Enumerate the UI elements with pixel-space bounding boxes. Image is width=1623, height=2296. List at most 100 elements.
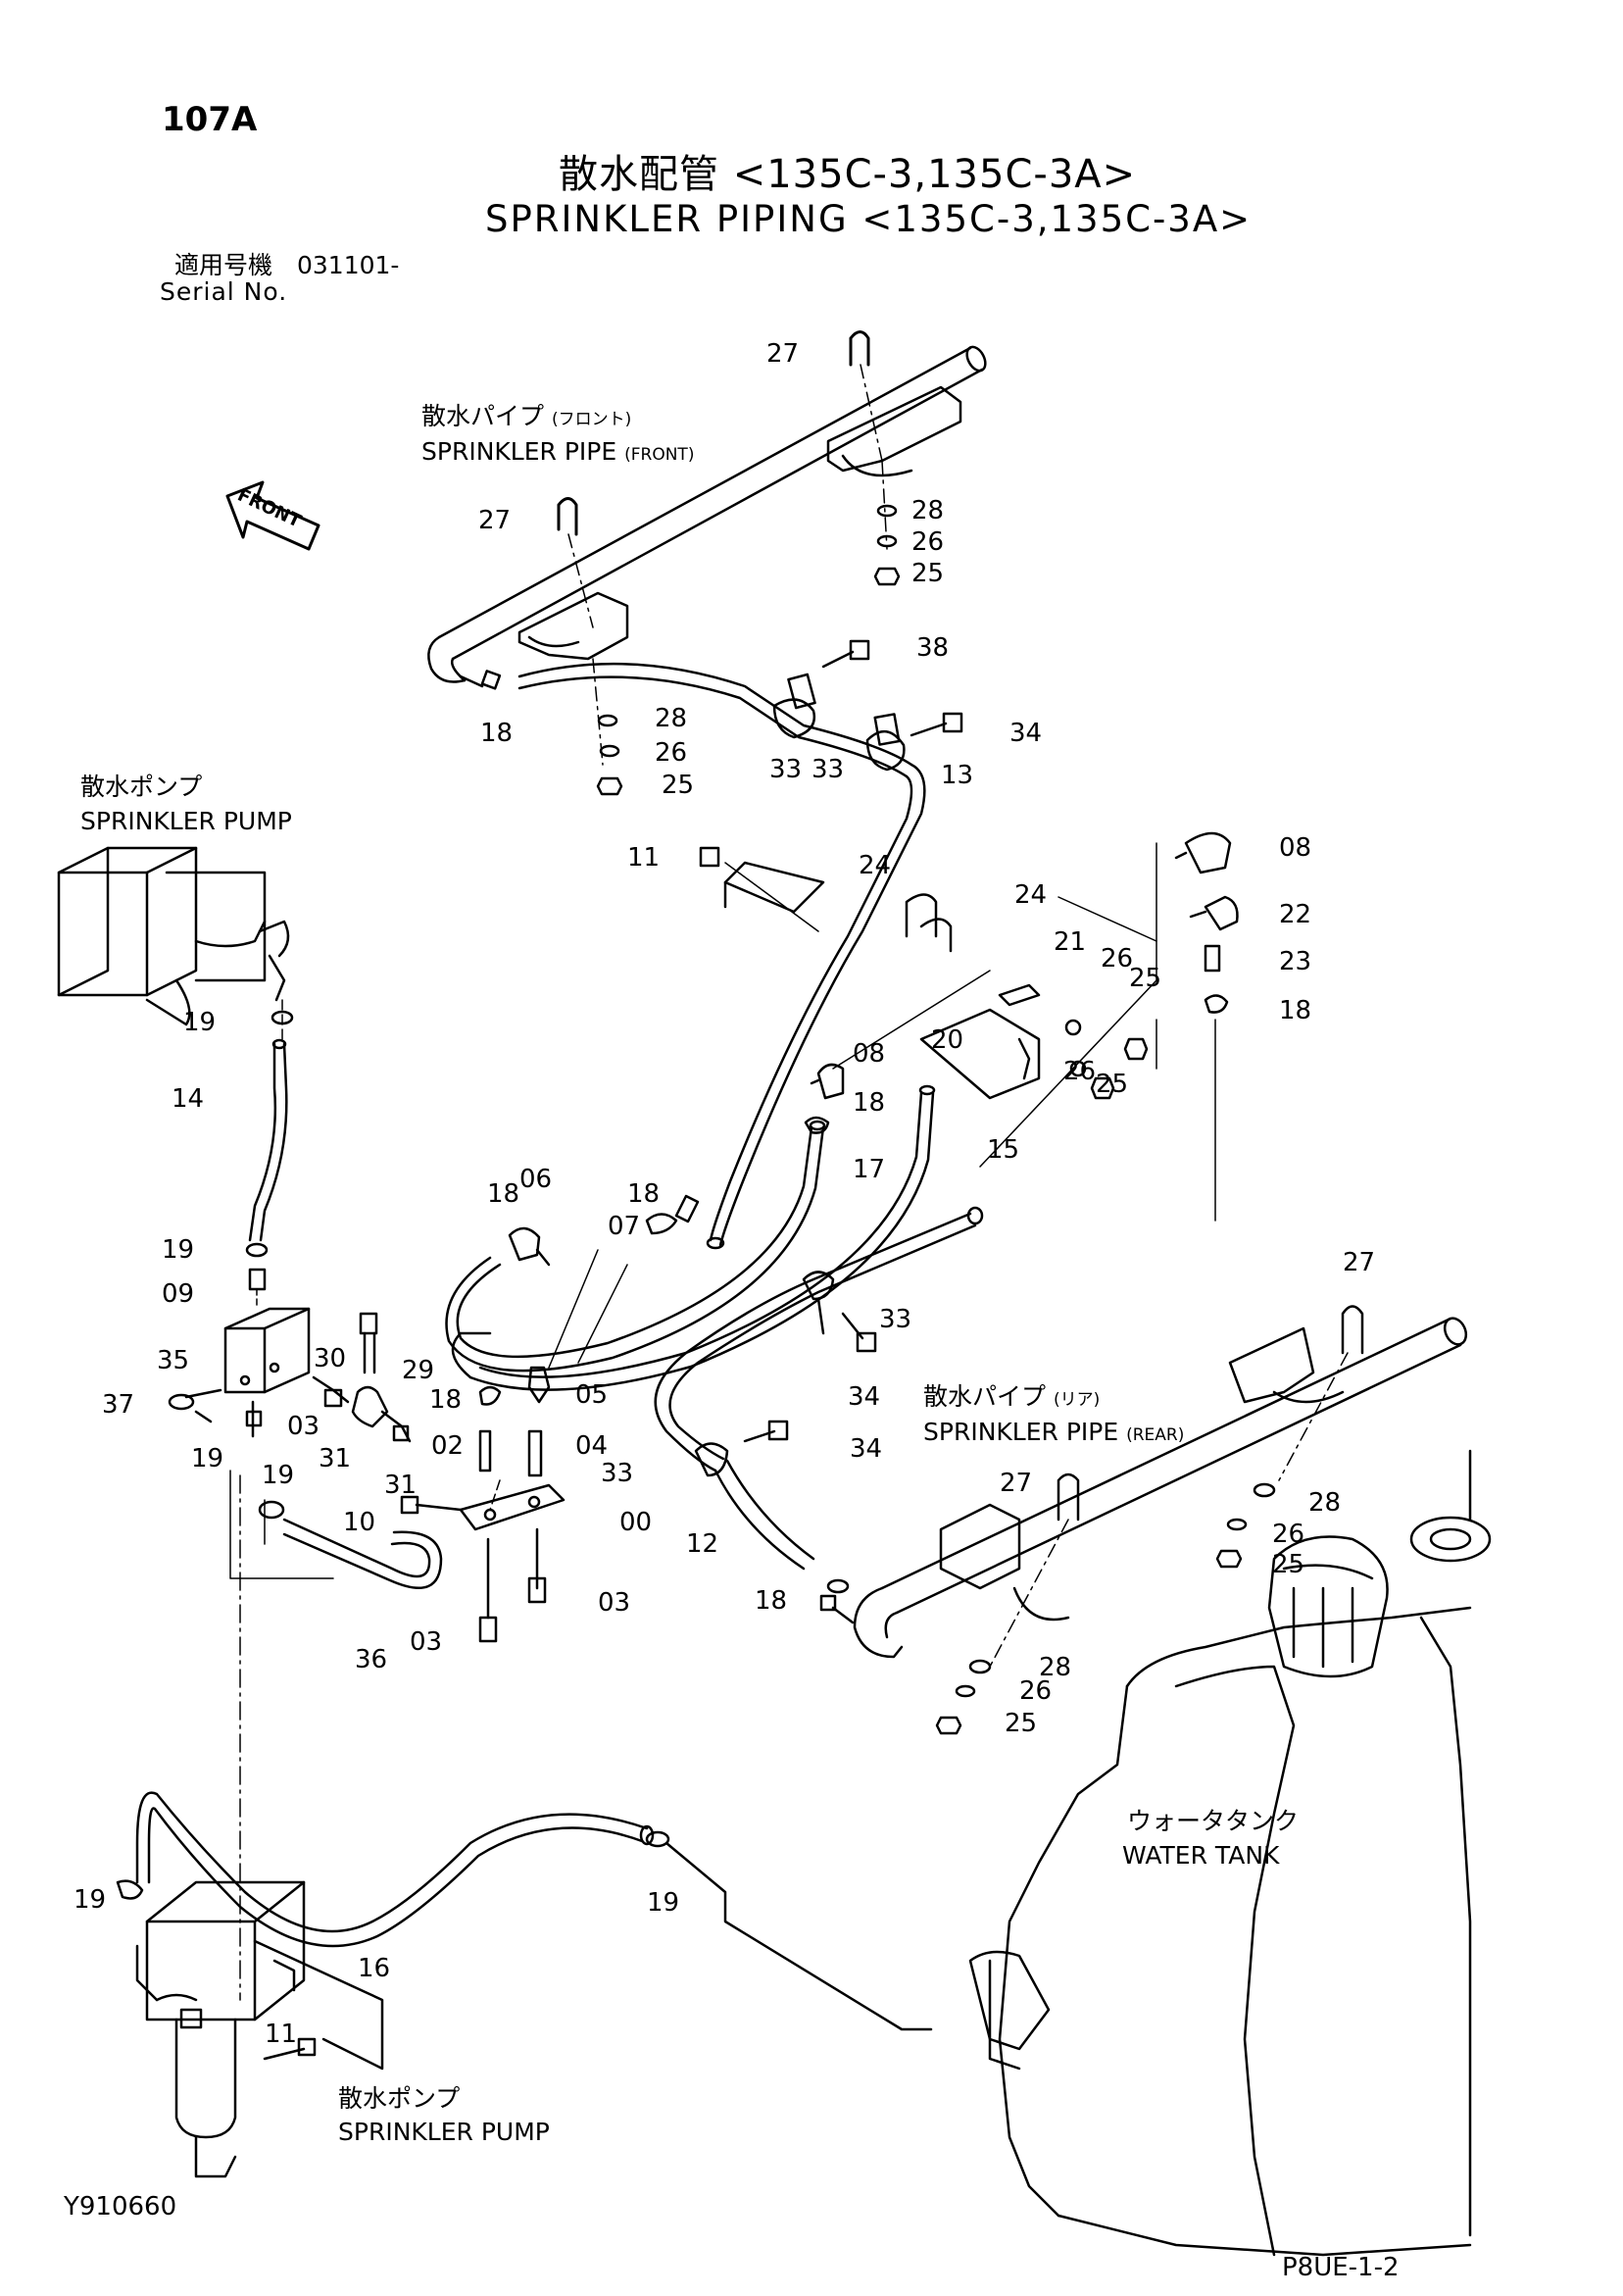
part-label: 26: [1019, 1676, 1053, 1706]
pump-top-label-en: SPRINKLER PUMP: [80, 807, 292, 835]
part-label: 19: [74, 1885, 107, 1915]
part-label: 35: [157, 1346, 190, 1375]
part-label: 26: [911, 527, 945, 557]
drawing-number: Y910660: [64, 2192, 177, 2221]
part-label: 08: [853, 1039, 886, 1069]
part-label: 18: [480, 719, 514, 748]
part-label: 26: [1101, 944, 1134, 973]
part-label: 29: [402, 1356, 435, 1385]
part-label: 30: [314, 1344, 347, 1373]
part-label: 28: [1039, 1653, 1072, 1682]
page-reference: P8UE-1-2: [1282, 2253, 1400, 2282]
part-label: 26: [1063, 1057, 1097, 1086]
part-label: 07: [608, 1212, 641, 1241]
part-label: 33: [769, 755, 803, 784]
part-label: 34: [850, 1434, 883, 1464]
fittings-right: [699, 831, 1239, 1222]
part-label: 27: [766, 339, 800, 369]
part-label: 03: [410, 1627, 443, 1657]
part-label: 24: [1014, 880, 1048, 910]
part-label: 18: [487, 1179, 520, 1209]
pipe-front-label-jp: 散水パイプ (フロント): [421, 402, 632, 430]
distribution-block: [168, 1307, 350, 1438]
part-label: 11: [627, 843, 661, 873]
part-label: 18: [853, 1088, 886, 1118]
part-label: 20: [931, 1025, 964, 1055]
part-label: 28: [911, 496, 945, 525]
pump-bottom-label-en: SPRINKLER PUMP: [338, 2118, 550, 2146]
part-label: 11: [265, 2020, 298, 2049]
part-label: 31: [384, 1471, 418, 1500]
part-label: 27: [1343, 1248, 1376, 1277]
part-label: 10: [343, 1508, 376, 1537]
part-label: 33: [879, 1305, 912, 1334]
part-label: 28: [655, 704, 688, 733]
part-label: 14: [172, 1084, 205, 1114]
part-label: 24: [859, 851, 892, 880]
part-label: 31: [319, 1444, 352, 1473]
part-label: 25: [1005, 1709, 1038, 1738]
water-tank-label-jp: ウォータタンク: [1127, 1807, 1300, 1835]
pump-top-label-jp: 散水ポンプ: [80, 773, 203, 801]
hose-13: [517, 639, 963, 1250]
hose-16: [135, 1791, 933, 2031]
pipe-front-label-en: SPRINKLER PIPE (FRONT): [421, 437, 695, 466]
part-label: 04: [575, 1431, 609, 1461]
part-label: 06: [519, 1165, 553, 1194]
hose-14: [245, 999, 288, 1310]
sprinkler-pump-top: [57, 846, 294, 1026]
part-label: 13: [941, 761, 974, 790]
part-label: 08: [1279, 833, 1312, 863]
title-english: SPRINKLER PIPING <135C-3,135C-3A>: [485, 198, 1253, 240]
part-label: 25: [662, 771, 695, 800]
part-label: 28: [1308, 1488, 1342, 1518]
part-label: 17: [853, 1155, 886, 1184]
serial-label-jp: 適用号機 031101-: [174, 251, 400, 279]
part-label: 26: [655, 738, 688, 768]
part-label: 37: [102, 1390, 135, 1420]
part-label: 03: [287, 1412, 320, 1441]
part-label: 27: [478, 506, 512, 535]
part-label: 22: [1279, 900, 1312, 929]
part-label: 05: [575, 1380, 609, 1410]
part-label: 19: [191, 1444, 224, 1473]
pump-bottom-label-jp: 散水ポンプ: [338, 2084, 461, 2113]
part-label: 34: [848, 1382, 881, 1412]
part-label: 19: [262, 1461, 295, 1490]
part-label: 25: [911, 559, 945, 588]
part-label: 18: [429, 1385, 463, 1415]
page-code: 107A: [162, 100, 258, 139]
part-label: 18: [1279, 996, 1312, 1025]
part-label: 33: [601, 1459, 634, 1488]
part-label: 15: [987, 1135, 1020, 1165]
pipe-rear-label-en: SPRINKLER PIPE (REAR): [923, 1418, 1185, 1446]
part-label: 02: [431, 1431, 465, 1461]
hose-36: [258, 1500, 443, 1589]
part-label: 19: [162, 1235, 195, 1265]
front-arrow-icon: [225, 480, 320, 551]
pipe-rear-label-jp: 散水パイプ (リア): [923, 1382, 1101, 1411]
part-label: 03: [598, 1588, 631, 1618]
sprinkler-pump-bottom: [116, 1470, 384, 2178]
serial-label-en: Serial No.: [160, 277, 288, 306]
water-tank: [968, 1449, 1492, 2257]
part-label: 09: [162, 1279, 195, 1309]
part-label: 12: [686, 1529, 719, 1559]
part-label: 23: [1279, 947, 1312, 976]
part-label: 33: [812, 755, 845, 784]
title-japanese: 散水配管 <135C-3,135C-3A>: [559, 152, 1137, 197]
part-label: 18: [627, 1179, 661, 1209]
part-label: 38: [916, 633, 950, 663]
part-label: 36: [355, 1645, 388, 1674]
fittings-center: [400, 1366, 566, 1643]
hose-12: [654, 1206, 984, 1594]
part-label: 19: [647, 1888, 680, 1918]
part-label: 25: [1096, 1070, 1129, 1099]
part-label: 00: [619, 1508, 653, 1537]
water-tank-label-en: WATER TANK: [1122, 1841, 1280, 1870]
hose-17-15: [445, 1084, 936, 1391]
part-label: 19: [183, 1008, 217, 1037]
part-label: 26: [1272, 1520, 1305, 1549]
rear-sprinkler-pipe: [819, 1305, 1468, 1735]
